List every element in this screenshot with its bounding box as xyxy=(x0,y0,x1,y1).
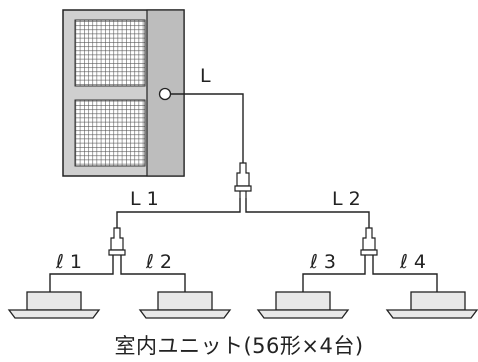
unit-pipes xyxy=(49,255,438,292)
label-unit-pipe-3: ℓ 3 xyxy=(309,251,336,273)
indoor-unit-3 xyxy=(256,291,350,319)
label-branch-right: L 2 xyxy=(332,188,361,210)
label-unit-pipe-4: ℓ 4 xyxy=(399,251,426,273)
indoor-unit-2 xyxy=(138,291,232,319)
caption: 室内ユニット(56形×4台) xyxy=(114,334,364,358)
branch-pipes xyxy=(116,198,370,228)
indoor-unit-4 xyxy=(385,291,478,319)
indoor-unit-1 xyxy=(7,291,101,319)
label-unit-pipe-1: ℓ 1 xyxy=(55,251,82,273)
main-pipe xyxy=(170,93,244,163)
pipe-connection-port xyxy=(158,87,172,101)
outdoor-unit xyxy=(62,9,185,177)
branch-joint-main xyxy=(234,162,252,198)
branch-joint-right xyxy=(360,227,378,256)
label-unit-pipe-2: ℓ 2 xyxy=(145,251,172,273)
branch-joint-left xyxy=(108,227,126,256)
label-branch-left: L 1 xyxy=(130,188,159,210)
label-main-pipe: L xyxy=(200,65,211,87)
